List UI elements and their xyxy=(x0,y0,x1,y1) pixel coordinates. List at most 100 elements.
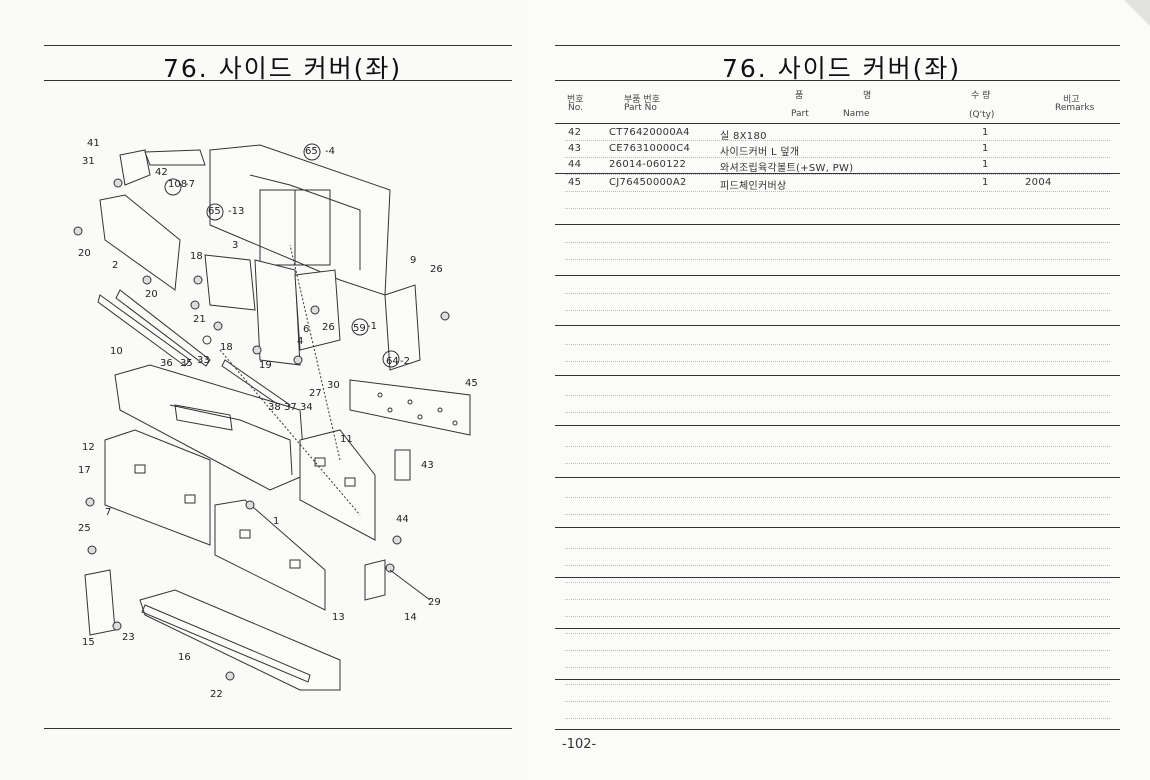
header-name-en2: Name xyxy=(843,109,870,119)
table-rule xyxy=(555,577,1120,578)
part-callout: 64 xyxy=(386,356,399,367)
table-rule xyxy=(555,224,1120,225)
part-callout: -7 xyxy=(185,179,195,190)
header-no-en: No. xyxy=(568,103,583,113)
table-dotted-rule xyxy=(565,395,1110,396)
part-callout: 44 xyxy=(396,514,409,525)
header-part-kr: 부품 번호 xyxy=(624,95,660,105)
part-callout: 45 xyxy=(465,378,478,389)
row-qty: 1 xyxy=(982,127,989,138)
part-callout: 3 xyxy=(232,240,238,251)
part-callout: 21 xyxy=(193,314,206,325)
part-callout: 14 xyxy=(404,612,417,623)
part-callout: 7 xyxy=(105,507,111,518)
table-dotted-rule xyxy=(565,599,1110,600)
table-dotted-rule xyxy=(565,259,1110,260)
part-callout: 15 xyxy=(82,637,95,648)
table-dotted-rule xyxy=(565,497,1110,498)
part-callout: 2 xyxy=(112,260,118,271)
part-callout: 37 xyxy=(284,402,297,413)
table-dotted-rule xyxy=(565,684,1110,685)
table-dotted-rule xyxy=(565,140,1110,141)
header-name-kr1: 품 xyxy=(795,91,804,101)
part-callout: 22 xyxy=(210,689,223,700)
part-callout: 10 xyxy=(110,346,123,357)
row-part-number: CE76310000C4 xyxy=(609,143,691,154)
row-no: 44 xyxy=(568,159,582,170)
part-callout: 29 xyxy=(428,597,441,608)
header-part-en: Part No xyxy=(624,103,657,113)
part-callout: 36 xyxy=(160,358,173,369)
part-callout: 20 xyxy=(78,248,91,259)
part-callout: 13 xyxy=(332,612,345,623)
part-callout: 33 xyxy=(197,355,210,366)
header-no-kr: 번호 xyxy=(567,95,584,105)
table-dotted-rule xyxy=(565,293,1110,294)
part-callout: 12 xyxy=(82,442,95,453)
part-callout: 65 xyxy=(305,146,318,157)
part-callout: 18 xyxy=(220,342,233,353)
part-callout: 41 xyxy=(87,138,100,149)
part-callout: 30 xyxy=(327,380,340,391)
table-dotted-rule xyxy=(565,701,1110,702)
part-callout: 43 xyxy=(421,460,434,471)
table-rule xyxy=(555,425,1120,426)
row-part-name: 피드체인커버상 xyxy=(720,181,787,192)
part-callout: -13 xyxy=(228,206,244,217)
row-part-number: CJ76450000A2 xyxy=(609,177,687,188)
part-callout: 4 xyxy=(297,336,303,347)
header-remarks-en: Remarks xyxy=(1055,103,1095,113)
part-callout: 17 xyxy=(78,465,91,476)
part-callout: 42 xyxy=(155,167,168,178)
table-rule xyxy=(555,477,1120,478)
header-qty-en: (Q'ty) xyxy=(969,110,995,120)
part-callout: 23 xyxy=(122,632,135,643)
row-no: 45 xyxy=(568,177,582,188)
table-rule xyxy=(555,527,1120,528)
row-part-number: CT76420000A4 xyxy=(609,127,690,138)
part-callout: 34 xyxy=(300,402,313,413)
header-name-en1: Part xyxy=(791,109,809,119)
part-callout: 31 xyxy=(82,156,95,167)
table-rule xyxy=(555,375,1120,376)
header-remarks-kr: 비고 xyxy=(1063,95,1080,105)
table-dotted-rule xyxy=(565,514,1110,515)
part-callout: -4 xyxy=(325,146,335,157)
table-rule xyxy=(555,628,1120,629)
part-callout: 20 xyxy=(145,289,158,300)
row-part-number: 26014-060122 xyxy=(609,159,687,170)
row-part-name: 사이드커버 L 덮개 xyxy=(720,147,800,158)
table-dotted-rule xyxy=(565,718,1110,719)
part-callout: -2 xyxy=(400,356,410,367)
header-rule xyxy=(555,123,1120,124)
table-rule xyxy=(555,679,1120,680)
table-dotted-rule xyxy=(565,650,1110,651)
left-title-rule-top xyxy=(44,45,512,46)
part-callout: 25 xyxy=(78,523,91,534)
header-qty-kr: 수 량 xyxy=(971,91,991,101)
page-corner-fold xyxy=(1124,0,1150,26)
row-qty: 1 xyxy=(982,177,989,188)
row-part-name: 실 8X180 xyxy=(720,131,767,142)
part-callout: 59 xyxy=(353,323,366,334)
part-callout: 1 xyxy=(273,516,279,527)
part-callout: 6 xyxy=(303,324,309,335)
table-dotted-rule xyxy=(565,582,1110,583)
part-callout: 65 xyxy=(208,206,221,217)
row-remarks: 2004 xyxy=(1025,177,1052,188)
left-page-title: 76. 사이드 커버(좌) xyxy=(163,54,403,83)
table-dotted-rule xyxy=(565,633,1110,634)
left-title-rule-bottom xyxy=(44,80,512,81)
part-callout: 26 xyxy=(430,264,443,275)
table-rule xyxy=(555,729,1120,730)
table-dotted-rule xyxy=(565,157,1110,158)
right-page xyxy=(530,0,1150,780)
row-part-name: 와셔조립육각볼트(+SW, PW) xyxy=(720,163,854,174)
part-callout: -1 xyxy=(367,321,377,332)
part-callout: 108 xyxy=(168,179,187,190)
page-number: -102- xyxy=(562,737,597,752)
table-dotted-rule xyxy=(565,310,1110,311)
right-page-title: 76. 사이드 커버(좌) xyxy=(722,54,962,83)
